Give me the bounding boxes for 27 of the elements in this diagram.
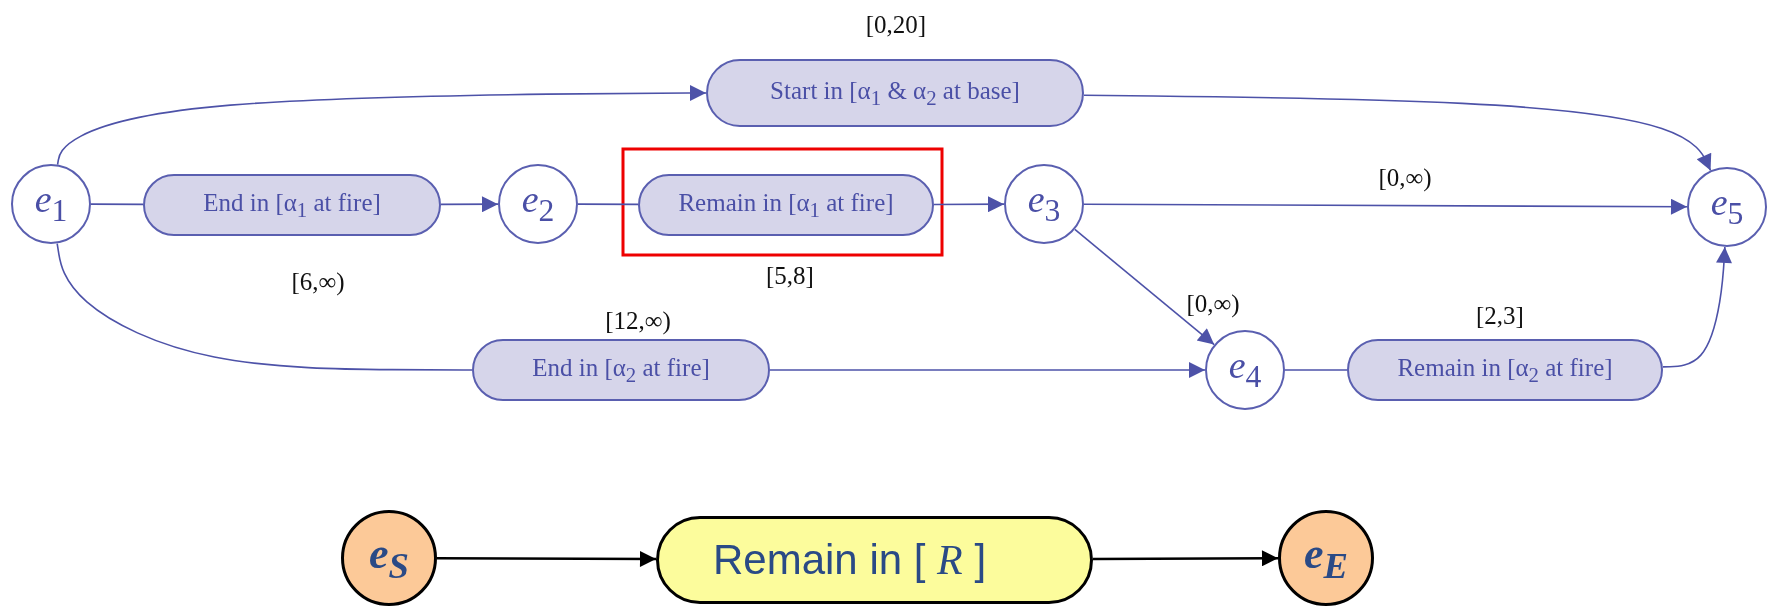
arrow bbox=[933, 196, 1005, 213]
arrow bbox=[437, 551, 656, 568]
arrow bbox=[1093, 550, 1278, 567]
arrow bbox=[440, 196, 499, 213]
node-label: e$_{5}$ bbox=[1710, 182, 1744, 232]
node-label: End in [α$_{2}$ at fire] bbox=[532, 353, 710, 387]
connector-line bbox=[577, 203, 639, 206]
connector-line bbox=[56, 242, 473, 371]
arrow bbox=[1083, 198, 1688, 215]
arrow bbox=[1074, 228, 1215, 346]
arrow bbox=[769, 362, 1206, 378]
arrow bbox=[56, 85, 707, 166]
node-label: Start in [α$_{1}$ & α$_{2}$ at base] bbox=[770, 76, 1020, 110]
connector-line bbox=[1284, 369, 1348, 371]
node-label: e$_{4}$ bbox=[1228, 345, 1262, 395]
node-label: e$_{2}$ bbox=[521, 179, 555, 229]
node-label: e$_{1}$ bbox=[34, 179, 68, 229]
connector-line bbox=[90, 203, 144, 206]
node-label: Remain in [α$_{1}$ at fire] bbox=[678, 188, 894, 222]
node-label: e$_{3}$ bbox=[1027, 179, 1061, 229]
node-label: e$_{S}$ bbox=[369, 529, 409, 587]
node-label: End in [α$_{1}$ at fire] bbox=[203, 188, 381, 222]
node-label: Remain in [ R ] bbox=[713, 536, 987, 584]
node-label: Remain in [α$_{2}$ at fire] bbox=[1397, 353, 1613, 387]
arrow bbox=[1662, 246, 1732, 368]
arrow bbox=[1083, 94, 1712, 172]
node-label: e$_{E}$ bbox=[1304, 529, 1348, 587]
